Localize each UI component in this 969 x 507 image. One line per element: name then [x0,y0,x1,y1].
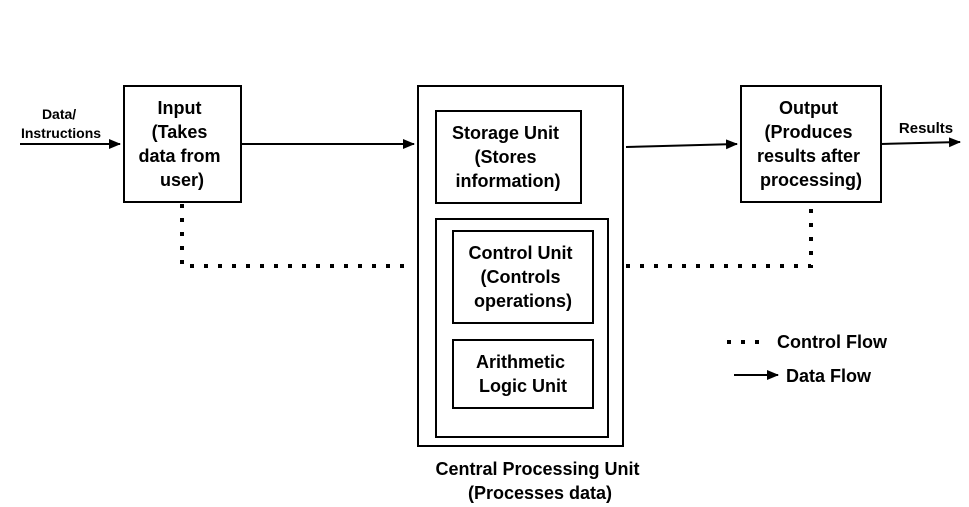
control-unit-label: Control Unit (Controls operations) [469,243,578,311]
cpu-to-output-arrow [625,139,738,150]
cpu-caption: Central Processing Unit (Processes data) [435,459,644,503]
storage-unit-box [435,110,582,204]
control-flow-output-dotted [626,204,813,268]
output-box [740,85,882,203]
control-flow-input-dotted [180,204,412,268]
data-instructions-label: Data/ Instructions [21,106,101,141]
results-label: Results [899,120,953,137]
input-box-label: Input (Takes data from user) [138,98,225,190]
legend-control-flow-label: Control Flow [777,332,888,352]
storage-unit-label: Storage Unit (Stores information) [452,123,564,191]
alu-box [452,339,594,409]
control-unit-box [452,230,594,324]
legend-data-flow-label: Data Flow [786,366,872,386]
output-box-label: Output (Produces results after processin… [757,98,865,190]
alu-label: Arithmetic Logic Unit [476,352,570,396]
results-out-arrow [880,137,961,148]
